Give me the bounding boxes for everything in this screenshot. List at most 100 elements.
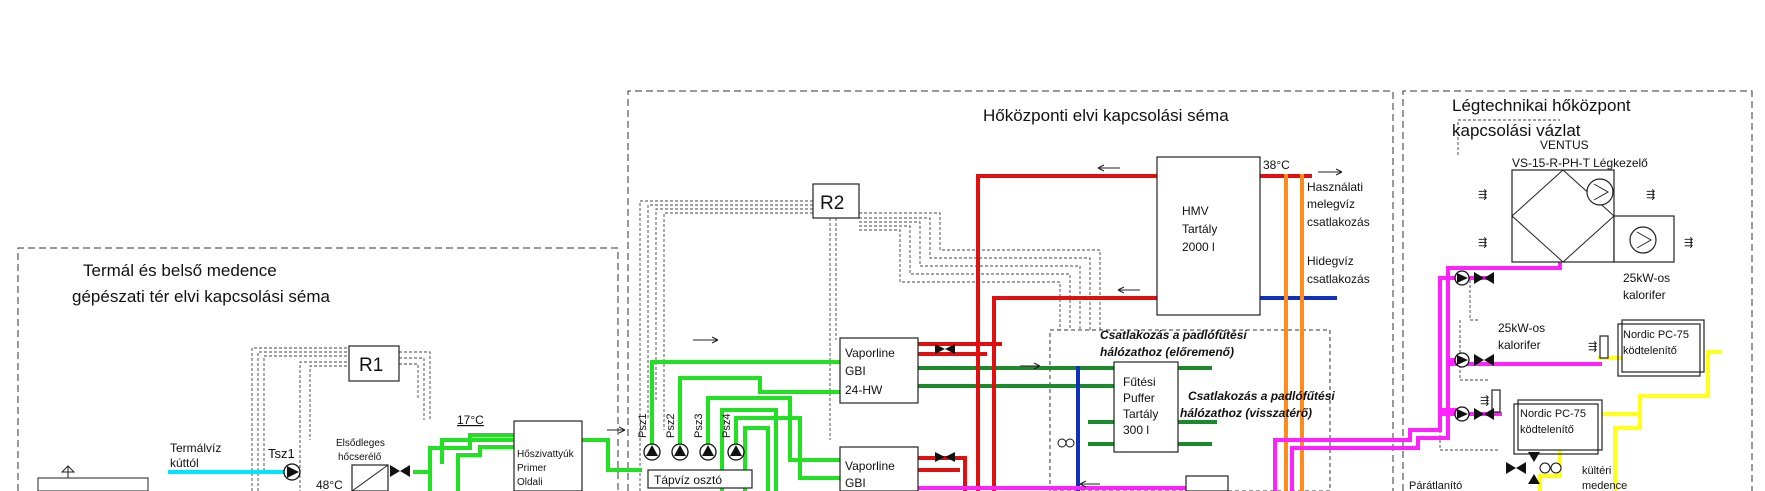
pumps [283,270,1470,481]
primary-loop-pipe [578,438,642,472]
primary-loop-pipe [734,416,842,480]
boiler-2-label-1: Vaporline [845,459,895,473]
floor-return-label-1: Csatlakozás a padlófűtési [1188,389,1335,403]
svg-text:⇶: ⇶ [1478,188,1487,201]
dhw-conn-label-2: melegvíz [1307,197,1355,211]
manifold-box [647,469,753,489]
chiller-2-label-2: ködtelenítő [1520,424,1574,436]
air-handling-unit: ⇶ ⇶ ⇶ ⇶ [1478,169,1693,263]
chiller-2-label-1: Nordic PC-75 [1520,408,1586,420]
svg-text:⇶: ⇶ [1646,188,1655,201]
hx-label-2: hőcserélő [338,452,382,463]
valves [390,272,1562,484]
hmv-label-1: HMV [1182,204,1209,218]
chiller-loop-pipe [1538,438,1562,491]
cold-conn-label-1: Hidegvíz [1307,254,1354,268]
primary-loop-pipe [456,445,516,491]
heatpump-label-1: Hőszivattyúk [517,449,575,460]
pool-loop-pipe [1273,276,1478,491]
boiler-1-label-3: 24-HW [845,383,883,397]
flow-arrows [607,164,1343,488]
svg-text:⇶: ⇶ [1684,236,1693,249]
primary-loop-pipe [706,396,842,462]
pump-tsz1-label: Tsz1 [268,446,295,461]
heat-exchanger-primary [351,464,389,491]
outdoor-label-2: medence [1582,480,1627,491]
pump-psz4 [727,443,745,461]
right-section-title-2: kapcsolási vázlat [1452,121,1581,140]
middle-section-title: Hőközponti elvi kapcsolási séma [983,106,1229,125]
left-section-frame [17,247,619,491]
hmv-label-2: Tartály [1182,222,1217,236]
ahu-label-1: VENTUS [1540,138,1589,152]
boiler-2-box [839,446,919,491]
dhw-conn-label-3: csatlakozás [1307,215,1370,229]
chiller-1-label-1: Nordic PC-75 [1623,329,1689,341]
thermal-water-in-label: Termálvíz [170,441,221,455]
chiller-loop-pipe [1613,412,1642,491]
controller-r2 [812,183,860,219]
calorifer-left-label-2: kalorifer [1498,338,1541,352]
floor-supply-label-1: Csatlakozás a padlófűtési [1100,328,1247,342]
pump-psz3 [699,443,717,461]
control-lines [251,119,1560,491]
temp-48-label: 48°C [316,478,343,491]
middle-inner-frame [1049,329,1331,491]
hot-supply-pipe [976,174,1159,491]
buffer-label-3: Tartály [1123,407,1158,421]
hx-label-1: Elsődleges [336,438,385,449]
primary-loop-pipe [743,426,770,491]
buffer-label-1: Fűtési [1123,375,1156,389]
pipes [168,174,1722,491]
primary-loop-pipe [720,408,778,491]
primary-loop-pipe [440,438,516,464]
cold-conn-label-2: csatlakozás [1307,272,1370,286]
primary-loop-pipe [413,433,516,474]
ahu-label-2: VS-15-R-PH-T Légkezelő [1512,156,1648,170]
hmv-label-3: 2000 l [1182,240,1215,254]
boiler-1-label-2: GBI [845,364,866,378]
manifold-label: Tápvíz osztó [654,473,722,487]
boiler-1-box [839,337,919,404]
calorifer-left-label-1: 25kW-os [1498,321,1545,335]
temp-38-label: 38°C [1263,158,1290,172]
pump-ahu-2 [1454,352,1470,368]
heatpump-primary-box [513,420,583,491]
well-symbol [37,465,149,491]
pump-psz2-label: Psz2 [665,414,677,438]
pump-ahu-1 [1454,270,1470,286]
boiler-2-label-2: GBI [845,476,866,490]
chiller-1-label-2: ködtelenítő [1623,345,1677,357]
dhw-conn-label-1: Használati [1307,180,1363,194]
primary-loop-pipe [650,360,842,454]
chiller-loop-pipe [1588,350,1722,416]
evaporator-label: Párátlanító [1409,480,1462,491]
buffer-tank-box [1113,361,1179,453]
calorifer-top-label-2: kalorifer [1623,288,1666,302]
calorifer-top-label-1: 25kW-os [1623,271,1670,285]
thermal-water-in-label-2: kúttól [170,456,199,470]
hmv-tank-box [1156,156,1261,316]
hot-supply-pipe [992,296,1159,491]
left-section-title-1: Termál és belső medence [83,261,277,280]
labels: Termál és belső medence gépészati tér el… [72,96,1689,491]
chiller-units: ⇶ ⇶ [1480,319,1705,455]
buffer-label-4: 300 l [1123,423,1149,437]
right-section-frame [1402,90,1753,491]
hot-supply-pipe [916,456,967,491]
lower-box [1185,475,1229,491]
svg-text:⇶: ⇶ [1480,394,1489,407]
pump-psz1-label: Psz1 [637,414,649,438]
right-section-title-1: Légtechnikai hőközpont [1452,96,1631,115]
heatpump-label-3: Oldali [517,477,543,488]
pump-psz1 [643,443,661,461]
pump-psz2 [671,443,689,461]
svg-text:⇶: ⇶ [1588,340,1597,353]
controller-r1-label: R1 [359,355,383,376]
buffer-label-2: Puffer [1123,391,1155,405]
pump-tsz1 [283,463,301,481]
controller-r2-label: R2 [820,193,844,214]
primary-loop-pipe [678,376,842,454]
outdoor-label-1: kültéri [1582,465,1611,477]
